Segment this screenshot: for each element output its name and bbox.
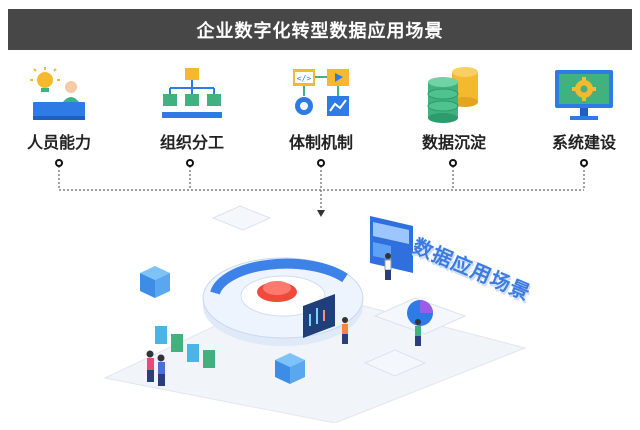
chart-board	[303, 294, 335, 338]
org-chart-icon	[160, 66, 224, 124]
category-data-accumulation: 数据沉淀	[399, 66, 509, 153]
monitor-gear-icon	[552, 66, 616, 124]
connector-node	[186, 159, 194, 167]
category-label: 组织分工	[159, 133, 224, 152]
isometric-scene	[103, 205, 527, 423]
pie-chart-tile	[373, 297, 467, 335]
info-tile	[363, 349, 427, 377]
person-lightbulb-icon	[27, 66, 91, 124]
page-title: 企业数字化转型数据应用场景	[8, 9, 632, 50]
center-ring-arc	[210, 258, 348, 295]
connector-node	[317, 159, 325, 167]
person-figure	[146, 350, 154, 382]
category-organization: 组织分工	[137, 66, 247, 153]
workflow-mechanism-icon: </>	[289, 66, 353, 124]
connector-node	[580, 159, 588, 167]
person-figure	[342, 317, 348, 344]
category-label: 体制机制	[288, 133, 353, 152]
connector-node	[449, 159, 457, 167]
connector-node	[55, 159, 63, 167]
category-system-building: 系统建设	[529, 66, 639, 153]
info-tile	[441, 257, 489, 275]
category-mechanism: </> 体制机制	[266, 66, 376, 153]
category-label: 系统建设	[551, 133, 616, 152]
person-figure	[415, 319, 421, 346]
person-figure	[157, 354, 165, 386]
person-figure	[384, 253, 392, 280]
blue-cube	[140, 266, 170, 298]
info-tile	[211, 205, 272, 231]
svg-text:</>: </>	[297, 74, 312, 83]
arrow-down-icon	[317, 210, 325, 217]
category-label: 人员能力	[26, 133, 91, 152]
category-personnel: 人员能力	[4, 66, 114, 153]
block-cluster	[155, 326, 215, 368]
category-label: 数据沉淀	[421, 133, 486, 152]
database-stack-icon	[422, 66, 486, 124]
blue-cube	[275, 353, 305, 384]
